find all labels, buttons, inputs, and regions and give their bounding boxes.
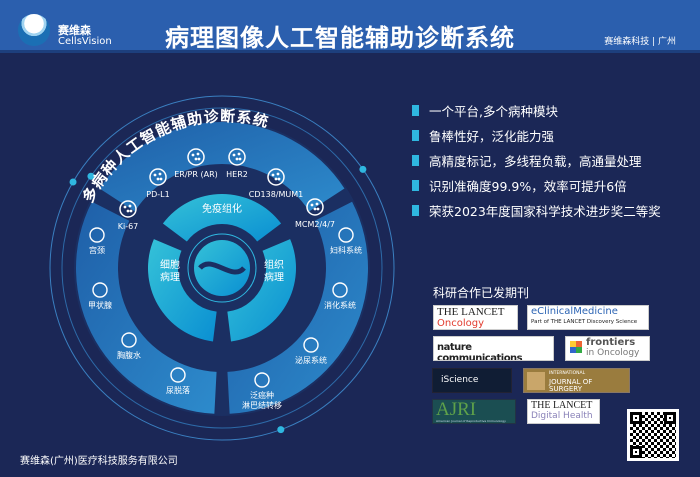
- right-disease-label: 消化系统: [324, 300, 356, 310]
- bullet-square-icon: [412, 205, 419, 216]
- frontiers-logo-icon: [570, 341, 582, 353]
- feature-text: 一个平台,多个病种模块: [429, 104, 558, 119]
- footer-company: 赛维森(广州)医疗科技服务有限公司: [20, 456, 178, 467]
- right-disease-label: 妇科系统: [330, 245, 362, 255]
- feature-text: 鲁棒性好，泛化能力强: [429, 129, 555, 144]
- logo-cn: 赛维森: [58, 24, 91, 37]
- left-disease-label: 胸腹水: [117, 350, 141, 360]
- organ-icon: [332, 282, 348, 298]
- feature-list: 一个平台,多个病种模块鲁棒性好，泛化能力强高精度标记，多线程负载，高通量处理识别…: [412, 98, 661, 223]
- ihc-marker-label: ER/PR (AR): [174, 170, 218, 179]
- bullet-square-icon: [412, 155, 419, 166]
- organ-icon: [254, 372, 270, 388]
- journal-iscience: iScience: [432, 368, 512, 393]
- bullet-square-icon: [412, 130, 419, 141]
- journal-eclinicalmedicine: eClinicalMedicine Part of THE LANCET Dis…: [527, 305, 649, 330]
- journal-ijs: INTERNATIONAL JOURNAL OF SURGERY: [523, 368, 630, 393]
- inner-cytology-label: 细胞病理: [160, 258, 180, 284]
- inner-histology-label: 组织病理: [264, 258, 284, 284]
- inner-segment: [227, 239, 297, 342]
- feature-item: 识别准确度99.9%，效率可提升6倍: [412, 173, 661, 198]
- journal-lancet-oncology: THE LANCET Oncology: [433, 305, 518, 330]
- feature-text: 荣获2023年度国家科学技术进步奖二等奖: [429, 204, 661, 219]
- center-wave: [198, 261, 246, 275]
- ihc-marker-label: Ki-67: [118, 222, 139, 231]
- journal-nature-communications: nature communications: [433, 336, 554, 361]
- left-disease-label: 甲状腺: [88, 300, 112, 310]
- right-disease-label: 泌尿系统: [295, 355, 327, 365]
- organ-icon: [303, 337, 319, 353]
- right-disease-label: 泛癌种淋巴结转移: [242, 390, 282, 410]
- feature-text: 识别准确度99.9%，效率可提升6倍: [429, 179, 627, 194]
- feature-item: 一个平台,多个病种模块: [412, 98, 661, 123]
- inner-segment: [162, 193, 282, 242]
- feature-item: 高精度标记，多线程负载，高通量处理: [412, 148, 661, 173]
- deco-dot: [69, 178, 77, 186]
- outer-segment: [227, 201, 369, 414]
- deco-dot: [277, 426, 285, 434]
- ihc-marker-label: CD138/MUM1: [249, 190, 303, 199]
- cell-marker-icon: [149, 168, 167, 186]
- cell-marker-icon: [187, 148, 205, 166]
- journal-ajri: AJRI American Journal of Reproductive Im…: [432, 399, 516, 424]
- feature-item: 荣获2023年度国家科学技术进步奖二等奖: [412, 198, 661, 223]
- bullet-square-icon: [412, 180, 419, 191]
- organ-icon: [338, 227, 354, 243]
- organ-icon: [121, 332, 137, 348]
- page-title: 病理图像人工智能辅助诊断系统: [165, 24, 515, 52]
- cell-marker-icon: [228, 148, 246, 166]
- ijs-logo-icon: [527, 372, 545, 390]
- left-disease-label: 宫颈: [89, 245, 105, 255]
- outer-deco-ring: [49, 95, 395, 441]
- journal-frontiers: frontiers in Oncology: [565, 336, 650, 361]
- outer-segment: [99, 122, 345, 212]
- outer-segment: [75, 201, 217, 414]
- left-disease-label: 尿脱落: [166, 385, 190, 395]
- cell-marker-icon: [267, 168, 285, 186]
- deco-dot: [359, 165, 367, 173]
- journals-title: 科研合作已发期刊: [433, 286, 530, 300]
- feature-item: 鲁棒性好，泛化能力强: [412, 123, 661, 148]
- bullet-square-icon: [412, 105, 419, 116]
- ihc-marker-label: HER2: [226, 170, 248, 179]
- cell-marker-icon: [119, 200, 137, 218]
- inner-ihc-label: 免疫组化: [202, 202, 242, 215]
- deco-dot: [87, 172, 95, 180]
- ihc-marker-label: PD-L1: [146, 190, 169, 199]
- inner-segment: [147, 239, 217, 342]
- organ-icon: [89, 227, 105, 243]
- cell-marker-icon: [306, 198, 324, 216]
- ihc-marker-label: MCM2/4/7: [295, 220, 335, 229]
- journal-lancet-digital-health: THE LANCET Digital Health: [527, 399, 600, 424]
- qr-code[interactable]: [627, 409, 679, 461]
- center-ring: [187, 233, 257, 303]
- organ-icon: [92, 282, 108, 298]
- inner-deco-ring: [61, 107, 383, 429]
- logo-en: CellsVision: [58, 36, 112, 47]
- organ-icon: [170, 367, 186, 383]
- feature-text: 高精度标记，多线程负载，高通量处理: [429, 154, 642, 169]
- logo-icon: [18, 14, 50, 46]
- company-location: 赛维森科技 | 广州: [604, 37, 676, 47]
- header: 赛维森 CellsVision 病理图像人工智能辅助诊断系统 赛维森科技 | 广…: [0, 0, 700, 53]
